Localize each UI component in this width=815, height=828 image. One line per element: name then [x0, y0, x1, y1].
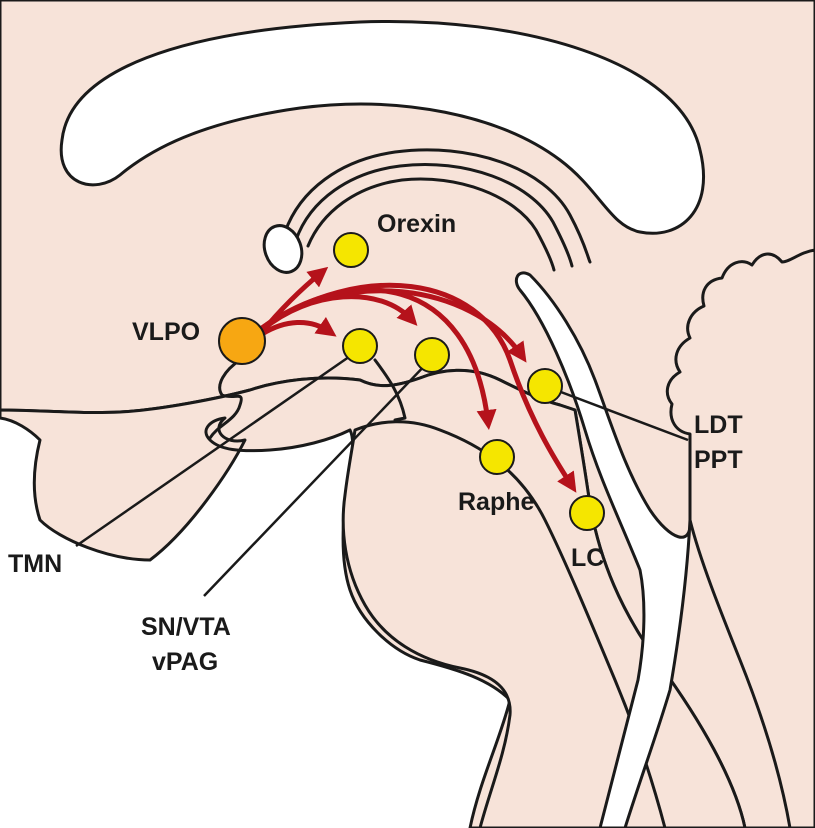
- raphe-nucleus: [479, 439, 515, 475]
- tmn-label: TMN: [8, 550, 62, 578]
- orexin-label: Orexin: [377, 210, 456, 238]
- ldt-label: LDT: [694, 411, 743, 439]
- sn-vta-nucleus: [414, 337, 450, 373]
- tmn-leader-line: [75, 350, 357, 548]
- cerebellum: [665, 248, 815, 828]
- fornix-inner: [306, 177, 556, 272]
- ldt-ppt-nucleus: [527, 368, 563, 404]
- fornix-middle: [294, 162, 574, 268]
- arrow-to-lc: [259, 282, 577, 493]
- sn-vta-label: SN/VTA: [141, 613, 231, 641]
- hypothalamus-outline: [208, 358, 243, 440]
- vpag-label: vPAG: [152, 648, 218, 676]
- ppt-label: PPT: [694, 446, 743, 474]
- lc-label: LC: [571, 544, 604, 572]
- vlpo-nucleus: [218, 317, 266, 365]
- midbrain-outline: [373, 358, 407, 422]
- fourth-ventricle: [514, 271, 692, 828]
- sn-vta-leader-line: [203, 359, 431, 597]
- vlpo-label: VLPO: [132, 318, 200, 346]
- tmn-nucleus: [342, 328, 378, 364]
- fornix-outer: [283, 148, 592, 264]
- ldt-ppt-leader-line: [544, 384, 689, 442]
- raphe-label: Raphe: [458, 488, 535, 516]
- anterior-commissure: [262, 224, 304, 274]
- lc-nucleus: [569, 495, 605, 531]
- arrow-to-tmn: [259, 316, 337, 337]
- orexin-nucleus: [333, 232, 369, 268]
- corpus-callosum: [59, 19, 706, 235]
